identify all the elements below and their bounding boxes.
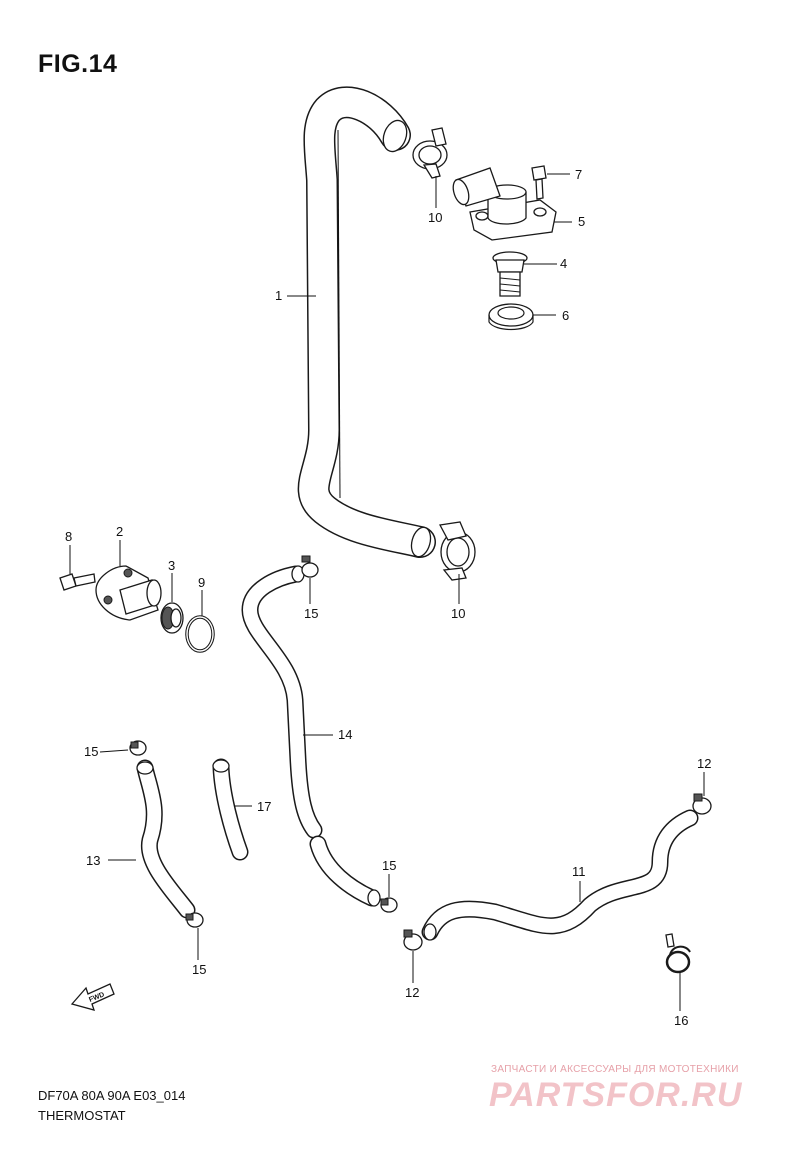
bolt-part-7[interactable] bbox=[531, 165, 570, 200]
figure-title: FIG.14 bbox=[38, 50, 118, 78]
callout-2: 2 bbox=[116, 524, 123, 539]
model-code: DF70A 80A 90A E03_014 bbox=[38, 1088, 186, 1103]
hose-part-14[interactable] bbox=[241, 565, 381, 907]
callout-labels: 1 2 3 4 5 6 7 8 9 10 10 11 12 12 13 14 1… bbox=[65, 167, 711, 1028]
callout-12-bottom: 12 bbox=[405, 985, 419, 1000]
clamp-part-12-a[interactable] bbox=[692, 793, 712, 815]
hose-clamp-part-10-bottom[interactable] bbox=[438, 521, 476, 581]
bolt-part-8[interactable] bbox=[59, 545, 96, 591]
thermostat-cover-part-5[interactable] bbox=[450, 167, 557, 241]
clamp-part-15-a[interactable] bbox=[301, 555, 319, 578]
callout-15-a: 15 bbox=[304, 606, 318, 621]
watermark-tagline: ЗАПЧАСТИ И АКСЕССУАРЫ ДЛЯ МОТОТЕХНИКИ bbox=[491, 1064, 739, 1075]
section-name: THERMOSTAT bbox=[38, 1108, 126, 1123]
clamp-part-15-b[interactable] bbox=[129, 740, 147, 756]
clamp-part-16[interactable] bbox=[665, 933, 691, 974]
clamp-part-15-d[interactable] bbox=[380, 897, 398, 913]
callout-3: 3 bbox=[168, 558, 175, 573]
callout-6: 6 bbox=[562, 308, 569, 323]
callout-16: 16 bbox=[674, 1013, 688, 1028]
o-ring-part-9[interactable] bbox=[185, 590, 215, 653]
fwd-arrow: FWD bbox=[70, 983, 115, 1011]
callout-8: 8 bbox=[65, 529, 72, 544]
callout-13: 13 bbox=[86, 853, 100, 868]
hose-part-13[interactable] bbox=[108, 759, 196, 919]
clamp-part-15-c[interactable] bbox=[185, 912, 204, 928]
callout-9: 9 bbox=[198, 575, 205, 590]
callout-17: 17 bbox=[257, 799, 271, 814]
hose-part-1[interactable] bbox=[297, 86, 436, 558]
thermostat-part-4[interactable] bbox=[492, 251, 557, 297]
callout-1: 1 bbox=[275, 288, 282, 303]
callout-10-bottom: 10 bbox=[451, 606, 465, 621]
callout-15-c: 15 bbox=[192, 962, 206, 977]
callout-10-top: 10 bbox=[428, 210, 442, 225]
callout-14: 14 bbox=[338, 727, 352, 742]
watermark-logo: PARTSFOR.RU bbox=[489, 1076, 743, 1114]
thermostat-part-3[interactable] bbox=[160, 573, 184, 634]
seal-part-6[interactable] bbox=[488, 303, 556, 331]
clamp-part-12-b[interactable] bbox=[403, 929, 423, 951]
callout-15-d: 15 bbox=[382, 858, 396, 873]
callout-15-b: 15 bbox=[84, 744, 98, 759]
callout-7: 7 bbox=[575, 167, 582, 182]
thermostat-housing-part-2[interactable] bbox=[95, 540, 162, 621]
callout-5: 5 bbox=[578, 214, 585, 229]
hose-part-17[interactable] bbox=[212, 758, 252, 861]
callout-4: 4 bbox=[560, 256, 567, 271]
hose-part-11[interactable] bbox=[421, 809, 699, 941]
callout-11: 11 bbox=[572, 864, 586, 879]
callout-12-top: 12 bbox=[697, 756, 711, 771]
hose-clamp-part-10-top[interactable] bbox=[412, 127, 448, 179]
